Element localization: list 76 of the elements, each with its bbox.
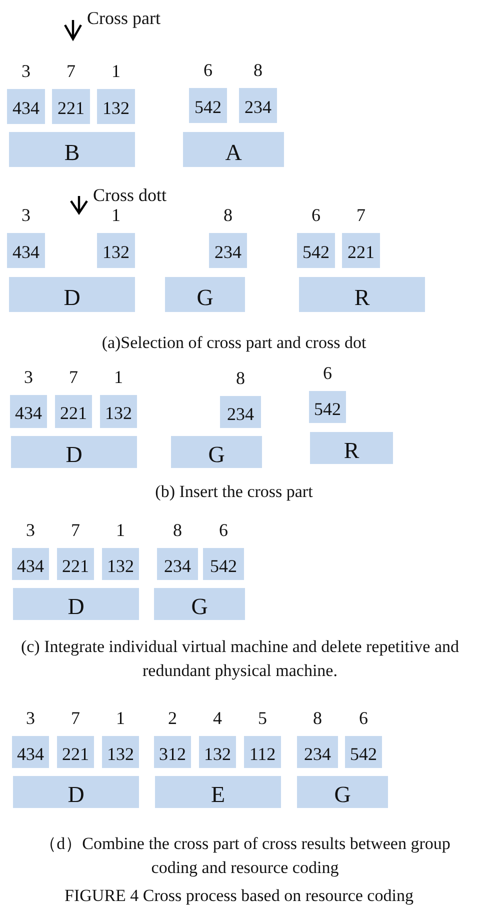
code-box: 542 [297, 233, 335, 268]
code-box: 221 [57, 548, 94, 580]
index-number: 7 [70, 520, 81, 540]
group-box: D [13, 588, 139, 620]
code-box: 132 [102, 548, 139, 580]
index-number: 7 [70, 708, 81, 728]
index-number: 1 [110, 61, 122, 81]
code-box: 221 [57, 736, 94, 768]
index-number: 8 [172, 520, 183, 540]
code-box: 234 [239, 88, 277, 123]
code-box: 132 [100, 395, 137, 428]
subfigure-caption: (a)Selection of cross part and cross dot [100, 332, 368, 354]
group-box: R [299, 277, 425, 312]
index-number: 6 [202, 60, 214, 80]
figure-caption: FIGURE 4 Cross process based on resource coding [64, 885, 414, 907]
code-box: 221 [342, 233, 380, 268]
group-box: D [9, 277, 135, 312]
group-box: G [154, 588, 245, 620]
index-number: 7 [66, 61, 76, 81]
index-number: 1 [113, 367, 124, 387]
code-box: 434 [10, 395, 47, 428]
group-box: A [183, 132, 284, 167]
group-box: R [310, 432, 393, 464]
index-number: 1 [110, 205, 122, 225]
index-number: 6 [310, 205, 322, 225]
code-box: 434 [12, 736, 49, 768]
code-box: 434 [12, 548, 49, 580]
index-number: 6 [218, 520, 229, 540]
index-number: 5 [257, 708, 268, 728]
group-box: G [165, 277, 245, 312]
code-box: 132 [97, 233, 135, 268]
index-number: 4 [212, 708, 223, 728]
code-box: 221 [55, 395, 92, 428]
subfigure-caption: (c) Integrate individual virtual machine and delete repetitive and redundant physical machine. [20, 636, 460, 682]
code-box: 542 [203, 548, 244, 580]
code-box: 542 [189, 88, 227, 123]
code-box: 234 [157, 548, 198, 580]
code-box: 312 [154, 736, 191, 768]
annotation-label: Cross part [87, 7, 160, 30]
code-box: 112 [244, 736, 281, 768]
subfigure-caption: (b) Insert the cross part [154, 481, 314, 503]
code-box: 542 [309, 391, 346, 423]
index-number: 2 [167, 708, 178, 728]
group-box: E [155, 776, 281, 808]
index-number: 8 [312, 708, 323, 728]
code-box: 132 [97, 89, 135, 124]
code-box: 434 [7, 89, 45, 124]
group-box: G [171, 436, 262, 468]
index-number: 7 [356, 205, 366, 225]
group-box: G [297, 776, 388, 808]
index-number: 1 [115, 520, 126, 540]
code-box: 132 [102, 736, 139, 768]
index-number: 6 [322, 363, 333, 383]
code-box: 221 [52, 89, 90, 124]
subfigure-caption: （d）Combine the cross part of cross results between group coding and resource coding [38, 833, 452, 879]
index-number: 8 [235, 368, 246, 388]
index-number: 3 [20, 205, 32, 225]
code-box: 234 [209, 233, 247, 268]
code-box: 542 [345, 736, 382, 768]
index-number: 1 [115, 708, 126, 728]
code-box: 234 [297, 736, 338, 768]
index-number: 7 [68, 367, 79, 387]
index-number: 8 [252, 60, 264, 80]
index-number: 6 [358, 708, 369, 728]
index-number: 3 [23, 367, 34, 387]
group-box: D [13, 776, 139, 808]
annotation-label: Cross dott [93, 184, 167, 207]
group-box: B [9, 132, 135, 167]
index-number: 3 [25, 708, 36, 728]
group-box: D [11, 436, 137, 468]
index-number: 3 [20, 61, 32, 81]
code-box: 434 [7, 233, 45, 268]
index-number: 8 [222, 205, 234, 225]
code-box: 132 [199, 736, 236, 768]
code-box: 234 [220, 396, 261, 428]
index-number: 3 [25, 520, 36, 540]
